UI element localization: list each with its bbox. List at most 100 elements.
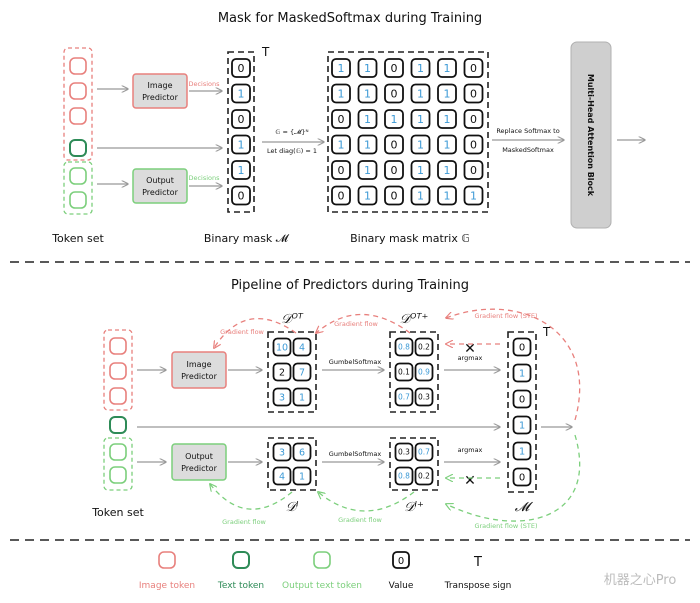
d-ot-plus-label: 𝒟ᴼᵀ⁺ <box>400 312 429 327</box>
m-cell <box>512 363 532 383</box>
output-token-group <box>63 161 93 215</box>
matrix-value: 0 <box>391 87 398 100</box>
d-ot-cell <box>272 337 292 357</box>
matrix-value: 1 <box>338 62 345 75</box>
replace-line2: MaskedSoftmax <box>502 146 554 154</box>
d-ot-plus-cell <box>414 387 434 407</box>
gradient-flow-ste-label: Gradient flow (STE) <box>474 522 537 530</box>
matrix-cell <box>463 109 484 129</box>
legend-output-text-token-label: Output text token <box>282 581 362 591</box>
cross-icon: ✕ <box>464 341 476 357</box>
matrix-value: 1 <box>444 87 451 100</box>
binary-mask-frame <box>227 51 255 213</box>
legend-output-text-token-swatch <box>313 551 331 569</box>
d-i-value: 6 <box>299 447 305 458</box>
matrix-cell <box>384 160 404 180</box>
matrix-cell <box>384 109 404 129</box>
d-i-cell <box>272 442 292 462</box>
output-text-token <box>69 167 87 185</box>
bottom-token-set <box>103 329 133 491</box>
d-i-cell <box>272 466 292 486</box>
text-token <box>69 139 87 157</box>
image-token <box>69 57 87 75</box>
matrix-cell <box>410 58 431 78</box>
bottom-image-predictor-line2: Predictor <box>181 372 217 381</box>
mask-value: 1 <box>238 164 245 177</box>
matrix-cell <box>437 134 457 155</box>
d-ot-plus-value: 0.9 <box>418 368 430 377</box>
d-i-frame <box>267 437 317 491</box>
top-image-predictor-line2: Predictor <box>142 93 178 102</box>
text-token <box>109 416 127 434</box>
m-value: 0 <box>519 343 525 354</box>
matrix-cell <box>357 58 378 78</box>
d-ot-cell <box>292 362 312 382</box>
gradient-flow-arrow <box>210 484 293 510</box>
replace-line1: Replace Softmax to <box>496 127 559 135</box>
matrix-cell <box>384 83 404 104</box>
d-ot-cell <box>292 387 312 407</box>
matrix-cell <box>331 58 351 78</box>
matrix-value: 1 <box>364 113 371 126</box>
d-i-plus-value: 0.7 <box>418 448 430 457</box>
m-value: 1 <box>519 421 525 432</box>
mask-value: 1 <box>238 87 245 100</box>
image-token <box>69 82 87 100</box>
matrix-cell <box>437 83 457 104</box>
matrix-cell <box>463 58 484 78</box>
matrix-cell <box>384 134 404 155</box>
matrix-value: 0 <box>470 113 477 126</box>
legend-text-token-label: Text token <box>217 581 264 591</box>
top-token-set-label: Token set <box>51 232 104 245</box>
bottom-title: Pipeline of Predictors during Training <box>231 278 469 293</box>
matrix-value: 1 <box>417 138 424 151</box>
matrix-cell <box>463 83 484 104</box>
top-image-predictor <box>132 73 188 109</box>
matrix-cell <box>410 134 431 155</box>
d-ot-label: 𝒟ᴼᵀ <box>281 312 304 327</box>
bottom-token-set-label: Token set <box>91 506 144 519</box>
multi-head-attention-block <box>570 41 612 229</box>
matrix-value: 1 <box>444 189 451 202</box>
matrix-value: 0 <box>338 189 345 202</box>
matrix-cell <box>437 160 457 180</box>
bottom-output-predictor <box>171 443 227 481</box>
mask-matrix-frame <box>327 51 489 213</box>
matrix-cell <box>410 83 431 104</box>
d-i-value: 1 <box>299 471 305 482</box>
d-ot-plus-value: 0.3 <box>418 393 430 402</box>
gradient-flow-label: Gradient flow <box>338 516 382 524</box>
matrix-cell <box>357 109 378 129</box>
formula-line1: 𝔾 = {𝓜}ᴺ <box>275 128 308 136</box>
matrix-value: 0 <box>391 62 398 75</box>
m-cell <box>512 441 532 461</box>
mask-value: 0 <box>238 62 245 75</box>
matrix-value: 1 <box>364 138 371 151</box>
top-token-set <box>63 47 93 215</box>
matrix-value: 1 <box>417 189 424 202</box>
top-title: Mask for MaskedSoftmax during Training <box>218 11 482 26</box>
d-i-cell <box>292 466 312 486</box>
d-ot-cell <box>272 362 292 382</box>
matrix-cell <box>437 109 457 129</box>
matrix-value: 1 <box>338 138 345 151</box>
matrix-cell <box>384 58 404 78</box>
watermark: 机器之心Pro <box>604 573 677 588</box>
matrix-cell <box>463 134 484 155</box>
legend-value-swatch <box>392 551 410 569</box>
d-i-plus-value: 0.3 <box>398 448 410 457</box>
d-ot-cell <box>272 387 292 407</box>
m-value: 1 <box>519 369 525 380</box>
matrix-value: 1 <box>364 189 371 202</box>
matrix-value: 0 <box>470 164 477 177</box>
binary-mask-label: Binary mask 𝓜 <box>204 232 290 245</box>
matrix-value: 1 <box>417 113 424 126</box>
matrix-value: 0 <box>391 189 398 202</box>
bottom-output-predictor-line1: Output <box>185 452 213 461</box>
d-ot-value: 3 <box>279 392 285 403</box>
d-i-label: 𝒟ᴵ <box>286 500 299 515</box>
d-i-plus-label: 𝒟ᴵ⁺ <box>404 500 424 515</box>
